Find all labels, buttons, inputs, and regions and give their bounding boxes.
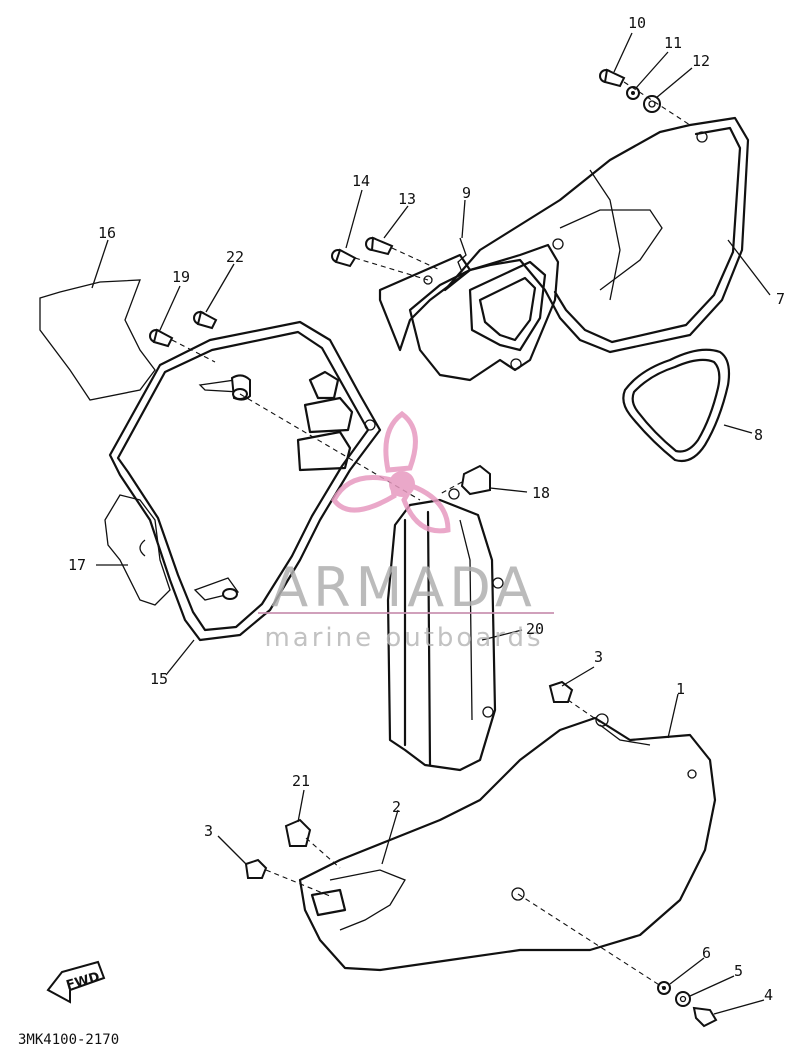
callout-10: 10 <box>628 14 646 32</box>
callout-12: 12 <box>692 52 710 70</box>
callout-9: 9 <box>462 184 471 202</box>
leader-lines <box>91 32 771 1015</box>
fastener-21-damper <box>284 818 312 847</box>
part-7-side-cover <box>443 116 750 354</box>
armada-logo-icon <box>331 410 451 534</box>
fastener-3-grommet-upper <box>548 680 574 703</box>
callout-13: 13 <box>398 190 416 208</box>
fastener-22-bolt <box>193 310 218 330</box>
callout-6: 6 <box>702 944 711 962</box>
fwd-arrow-icon: FWD <box>46 960 106 1004</box>
callout-14: 14 <box>352 172 370 190</box>
callout-17: 17 <box>68 556 86 574</box>
callout-19: 19 <box>172 268 190 286</box>
assembly-lines <box>171 81 691 989</box>
callout-11: 11 <box>664 34 682 52</box>
watermark-tagline: marine outboards <box>264 623 543 653</box>
fastener-14-bolt <box>331 248 357 268</box>
callout-1: 1 <box>676 680 685 698</box>
watermark: ARMADA marine outboards <box>258 410 554 653</box>
diagram-code: 3MK4100-2170 <box>18 1032 119 1048</box>
callout-4: 4 <box>764 986 773 1004</box>
fastener-11-washer <box>626 86 640 100</box>
callout-22: 22 <box>226 248 244 266</box>
callout-21: 21 <box>292 772 310 790</box>
fastener-18-grommet <box>460 464 491 496</box>
callout-2: 2 <box>392 798 401 816</box>
part-17-frame-outline <box>104 494 171 606</box>
fastener-3-grommet-lower <box>244 858 268 879</box>
logo-petal-left <box>331 475 397 513</box>
logo-petal-right <box>401 482 451 534</box>
callout-labels: 10 11 12 14 13 9 7 8 16 19 22 17 15 18 2… <box>68 14 785 1004</box>
callout-16: 16 <box>98 224 116 242</box>
callout-8: 8 <box>754 426 763 444</box>
part-16-frame-outline <box>39 279 156 401</box>
fastener-4-bolt <box>692 1006 718 1028</box>
fastener-10-bolt <box>599 68 626 88</box>
part-20-duct <box>386 488 504 772</box>
fastener-5-washer <box>675 991 691 1007</box>
callout-20: 20 <box>526 620 544 638</box>
part-9-panel <box>378 237 564 382</box>
logo-hub <box>389 471 415 497</box>
callout-7: 7 <box>776 290 785 308</box>
watermark-rule <box>258 612 554 614</box>
callout-3-upper: 3 <box>594 648 603 666</box>
callout-15: 15 <box>150 670 168 688</box>
callout-3-lower: 3 <box>204 822 213 840</box>
part-1-side-cover <box>298 713 717 972</box>
callout-5: 5 <box>734 962 743 980</box>
callout-18: 18 <box>532 484 550 502</box>
part-8-seal <box>622 348 731 463</box>
fastener-13-screw <box>365 236 394 256</box>
watermark-brand: ARMADA <box>271 556 537 619</box>
fastener-19-bolt <box>149 328 174 348</box>
fastener-12-collar <box>643 95 661 113</box>
logo-petal-top <box>383 410 418 473</box>
